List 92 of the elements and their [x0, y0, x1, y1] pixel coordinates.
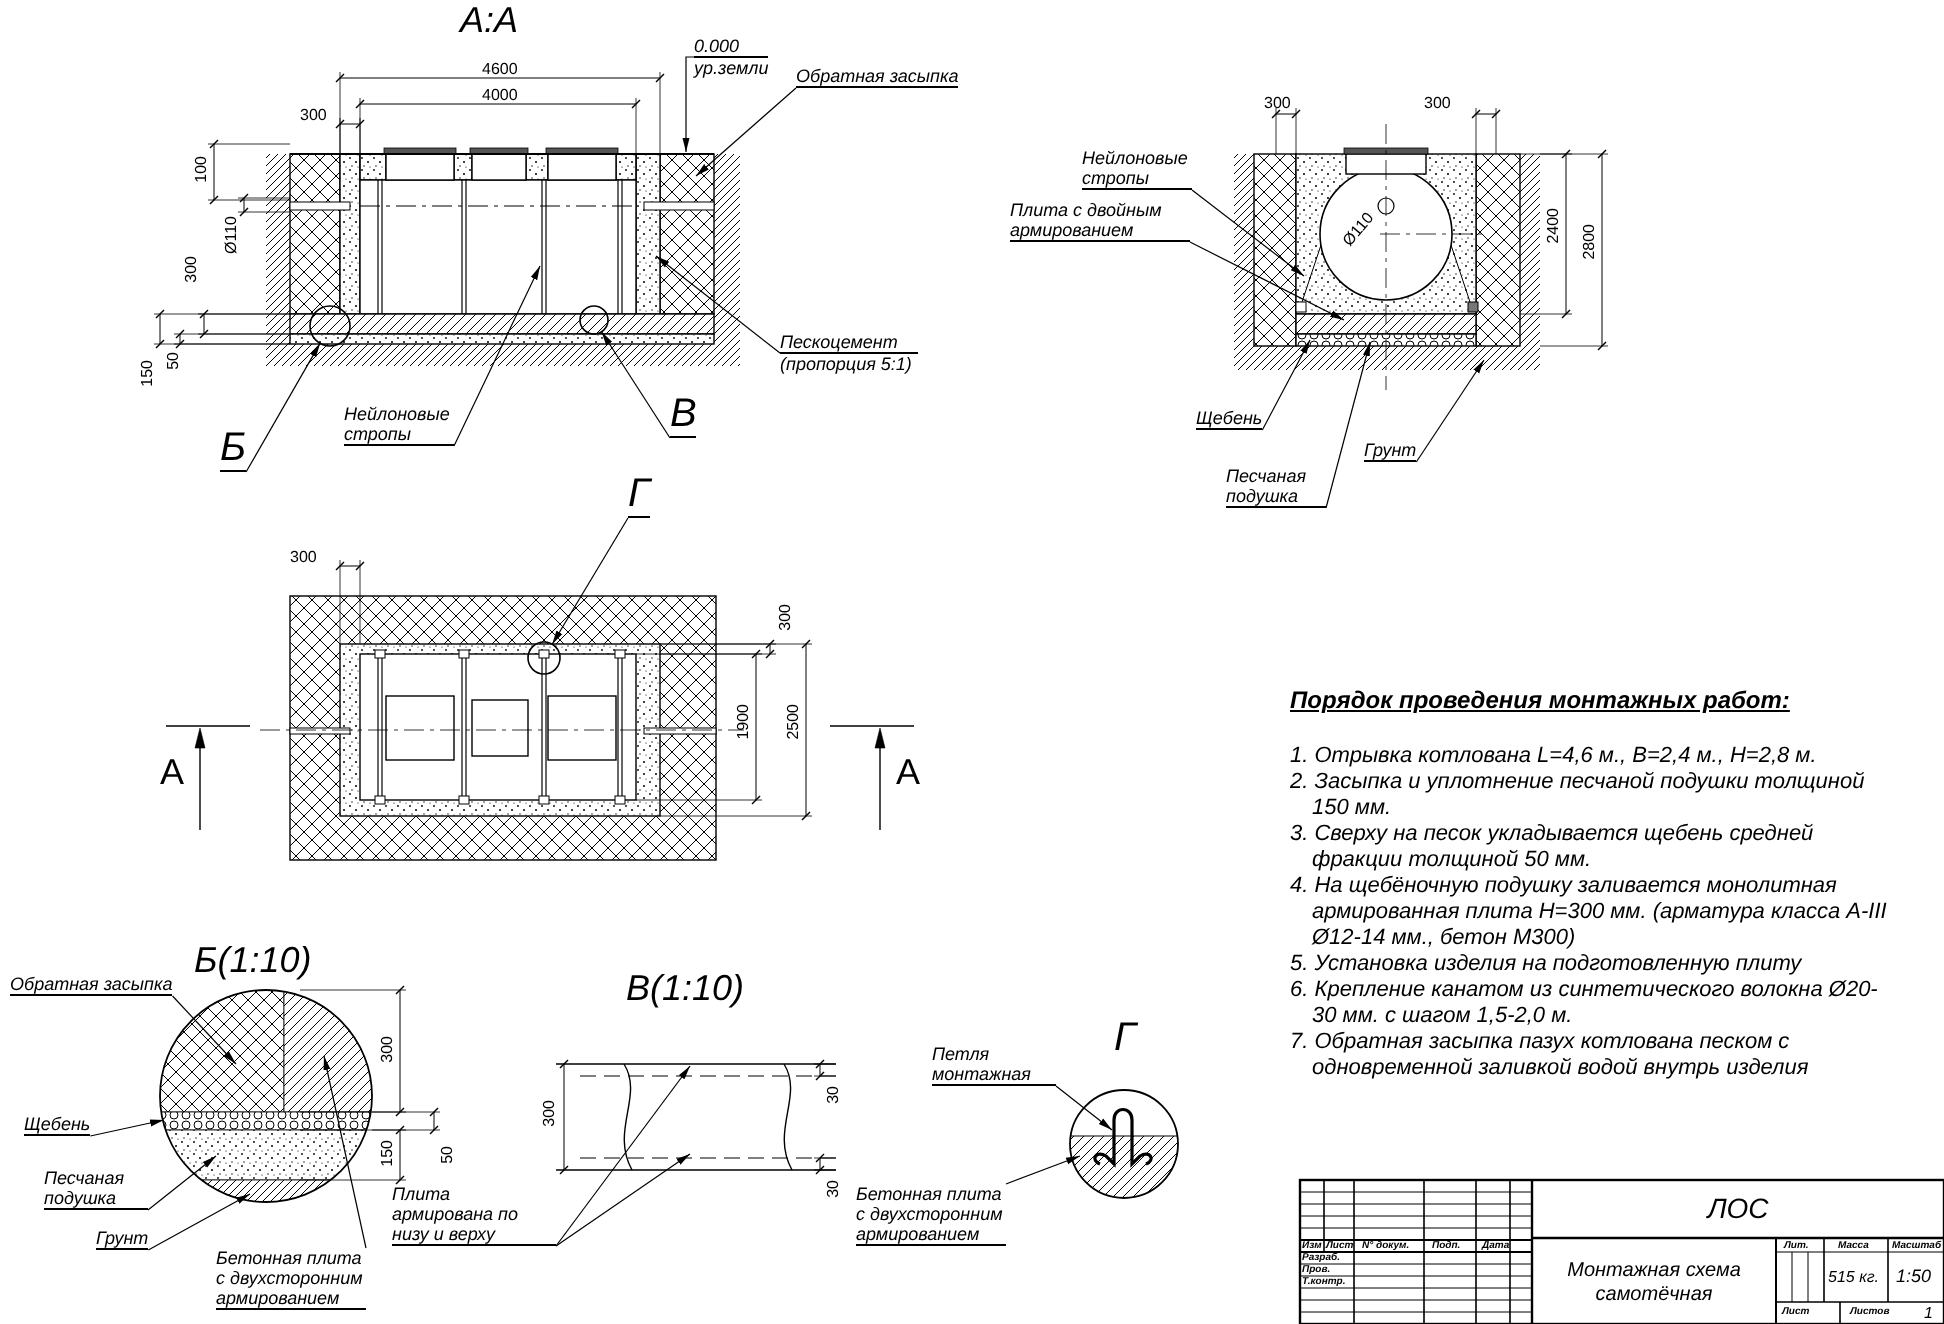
callout-label: Бетонная плита с двухсторонним армированием: [216, 1248, 366, 1310]
leader-line: [682, 56, 695, 153]
callout-letter: Б: [220, 426, 247, 472]
pit-plan-drawing: [259, 595, 745, 861]
dimension-label: 300: [300, 106, 327, 126]
dimension-label: 100: [192, 156, 212, 183]
dimension-label: 2800: [1580, 224, 1600, 260]
leader-line: [323, 1055, 367, 1249]
dimension-label: 300: [1424, 94, 1451, 114]
work-step: 7. Обратная засыпка пазух котлована песком с одновременной заливкой водой внутрь изделия: [1290, 1030, 1890, 1082]
view-title: Г: [1114, 1016, 1136, 1060]
view-title: А:А: [460, 0, 519, 40]
callout-label: Обратная засыпка: [796, 66, 959, 88]
pit-section-drawing: [266, 147, 740, 366]
leader-line: [147, 1193, 251, 1251]
dimension-label: 300: [290, 548, 317, 568]
callout-label: Песчаная подушка: [1226, 466, 1326, 508]
level-mark-label: ур.земли: [694, 58, 769, 78]
leader-line: [601, 331, 671, 439]
dimension-label: 4600: [482, 60, 518, 80]
leader-line: [1261, 339, 1311, 431]
dimension-label: Ø110: [222, 216, 242, 254]
callout-label: Бетонная плита с двухсторонним армированием: [856, 1184, 1006, 1246]
leader-line: [695, 87, 797, 177]
leader-line: [555, 1153, 691, 1247]
callout-label: Нейлоновые стропы: [1082, 148, 1192, 190]
title-block-text: 1: [1924, 1304, 1933, 1324]
callout-label: Щебень: [1196, 408, 1263, 430]
callout-label: (пропорция 5:1): [780, 354, 914, 374]
dimension-label: 300: [182, 256, 202, 283]
detail-circle: [579, 305, 609, 335]
leader-line: [1055, 1085, 1113, 1131]
work-step: 1. Отрывка котлована L=4,6 м., B=2,4 м., H=2,8 м.: [1290, 744, 1890, 770]
dimension-label: 300: [1264, 94, 1291, 114]
callout-label: Песчаная подушка: [44, 1168, 148, 1210]
leader-line: [147, 1155, 217, 1211]
layer-detail-drawing: [159, 989, 373, 1203]
callout-label: Плита армирована по низу и верху: [392, 1184, 556, 1246]
dimension-label: 2500: [784, 704, 804, 740]
detail-circle: [527, 641, 561, 675]
title-block-text: 515 кг.: [1828, 1268, 1880, 1288]
leader-line: [1325, 341, 1371, 509]
dimension-label: 30: [824, 1086, 844, 1104]
callout-letter: Г: [628, 472, 650, 518]
dimension-label: 4000: [482, 86, 518, 106]
leader-line: [1005, 1155, 1081, 1185]
leader-line: [655, 255, 781, 354]
callout-label: Нейлоновые стропы: [344, 404, 454, 446]
work-step: 6. Крепление канатом из синтетического волокна Ø20-30 мм. с шагом 1,5-2,0 м.: [1290, 978, 1890, 1030]
callout-label: Плита с двойным армированием: [1010, 200, 1190, 242]
dimension-label: 2400: [1544, 208, 1564, 244]
dimension-label: 300: [540, 1100, 560, 1127]
callout-label: Щебень: [24, 1114, 91, 1136]
leader-line: [551, 517, 629, 645]
leader-line: [1415, 359, 1485, 463]
leader-line: [171, 995, 237, 1065]
section-letter: А: [896, 752, 921, 792]
leader-line: [555, 1065, 691, 1247]
work-step: 3. Сверху на песок укладывается щебень средней фракции толщиной 50 мм.: [1290, 822, 1890, 874]
callout-label: Пескоцемент: [780, 332, 918, 354]
dimension-label: 1900: [734, 704, 754, 740]
work-step: 2. Засыпка и уплотнение песчаной подушки толщиной 150 мм.: [1290, 770, 1890, 822]
lifting-loop-detail-drawing: [1069, 1089, 1179, 1199]
work-step: 4. На щебёночную подушку заливается монолитная армированная плита H=300 мм. (арматура класса А-III Ø12-14 мм., бетон М300): [1290, 874, 1890, 952]
callout-label: Грунт: [1364, 440, 1417, 462]
dimension-label: 30: [824, 1180, 844, 1198]
leader-line: [89, 1119, 165, 1137]
work-step: 5. Установка изделия на подготовленную плиту: [1290, 952, 1890, 978]
callout-letter: В: [670, 392, 697, 438]
dimension-label: 150: [378, 1140, 398, 1167]
leader-line: [453, 265, 541, 447]
pit-side-section-drawing: [1234, 123, 1540, 391]
level-mark-label: 0.000: [694, 36, 769, 58]
section-heading: Порядок проведения монтажных работ:: [1290, 686, 1790, 714]
dimension-label: 150: [138, 360, 158, 387]
section-letter: А: [160, 752, 185, 792]
title-block-text: Монтажная схема самотёчная: [1565, 1260, 1743, 1308]
title-block-text: 1:50: [1896, 1266, 1932, 1288]
leader-line: [1191, 189, 1305, 277]
dimension-label: 300: [378, 1036, 398, 1063]
callout-label: Грунт: [96, 1228, 149, 1250]
dimension-label: 300: [776, 604, 796, 631]
callout-label: Обратная засыпка: [10, 974, 173, 996]
view-title: Б(1:10): [194, 940, 312, 980]
leader-line: [245, 342, 321, 473]
title-block-text: ЛОС: [1704, 1192, 1771, 1224]
callout-label: Петля монтажная: [932, 1044, 1056, 1086]
dimension-label: 50: [164, 352, 184, 370]
leader-line: [1189, 241, 1345, 321]
view-title: В(1:10): [626, 968, 745, 1008]
detail-circle: [309, 305, 351, 347]
dimension-label: 50: [438, 1146, 458, 1164]
